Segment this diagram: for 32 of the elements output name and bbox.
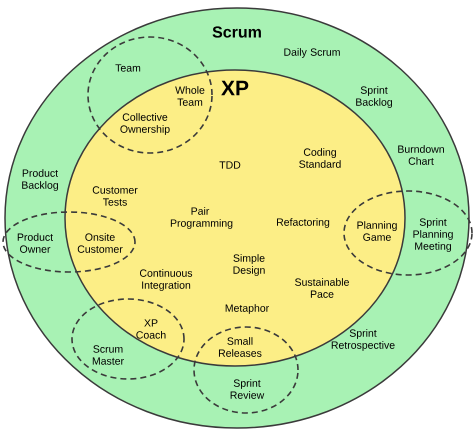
heading: XP (221, 80, 248, 96)
practice-label: XP Coach (136, 319, 166, 339)
practice-label: Coding Standard (299, 148, 341, 168)
dashed-ellipse (343, 190, 473, 276)
practice-label: Product Owner (18, 233, 53, 253)
dashed-circle (87, 36, 213, 154)
practice-label: TDD (219, 161, 240, 169)
dashed-ellipse (2, 211, 136, 273)
practice-label: Sprint Retrospective (332, 329, 395, 351)
practice-label: Metaphor (226, 304, 269, 314)
practice-label: Pair Programming (170, 207, 232, 229)
practice-label: Small Releases (218, 337, 262, 357)
practice-label: Sprint Planning Meeting (413, 218, 453, 252)
practice-label: Continuous Integration (140, 269, 192, 291)
practice-label: Collective Ownership (120, 113, 170, 135)
practice-label: Team (115, 64, 140, 72)
practice-label: Sprint Backlog (356, 86, 392, 108)
practice-label: Planning Game (357, 221, 397, 241)
practice-label: Burndown Chart (398, 145, 444, 165)
practice-label: Onsite Customer (78, 233, 123, 253)
practice-label: Sprint Review (230, 379, 264, 399)
practice-label: Product Backlog (22, 169, 58, 191)
dashed-ellipse (71, 298, 185, 380)
practice-label: Simple Design (233, 254, 265, 276)
dashed-circle (193, 326, 299, 414)
practice-label: Whole Team (175, 86, 204, 106)
practice-label: Scrum Master (92, 345, 124, 365)
practice-label: Daily Scrum (284, 48, 340, 58)
practice-label: Customer Tests (92, 186, 138, 206)
heading: Scrum (212, 26, 261, 38)
practice-label: Refactoring (277, 218, 330, 228)
practice-label: Sustainable Pace (295, 278, 349, 298)
